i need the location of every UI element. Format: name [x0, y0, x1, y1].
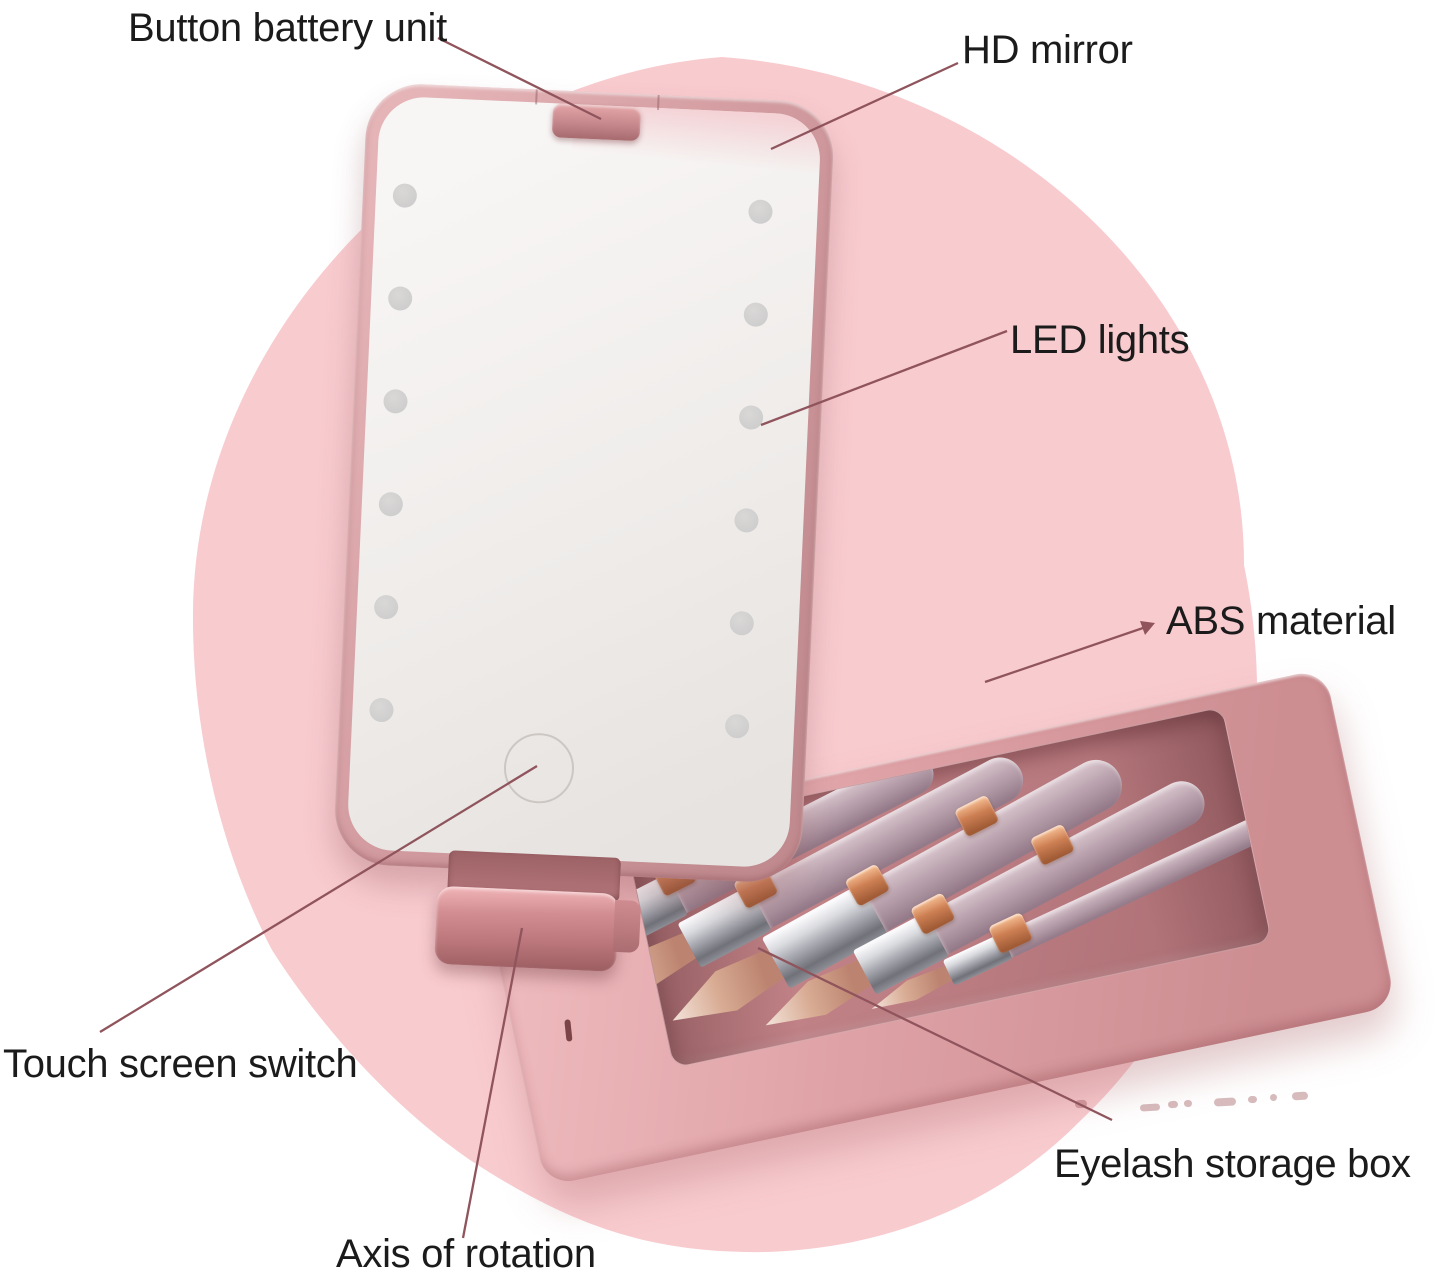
- callout-line-abs-material: [984, 626, 1144, 684]
- arrowhead-abs-material: [1140, 621, 1155, 635]
- label-abs-material: ABS material: [1166, 599, 1396, 643]
- label-eyelash-storage-box: Eyelash storage box: [1054, 1142, 1411, 1186]
- label-touch-screen-switch: Touch screen switch: [3, 1042, 358, 1086]
- callout-line-touch-switch: [99, 765, 538, 1033]
- callout-line-hd-mirror: [770, 61, 959, 151]
- label-button-battery-unit: Button battery unit: [128, 6, 447, 50]
- callout-line-eyelash-box: [757, 946, 1113, 1122]
- callout-line-led-lights: [760, 329, 1008, 427]
- callout-line-axis-rotation: [461, 927, 524, 1239]
- label-led-lights: LED lights: [1010, 318, 1190, 362]
- callout-line-button-battery: [437, 36, 602, 121]
- label-hd-mirror: HD mirror: [962, 28, 1133, 72]
- label-axis-of-rotation: Axis of rotation: [336, 1232, 596, 1276]
